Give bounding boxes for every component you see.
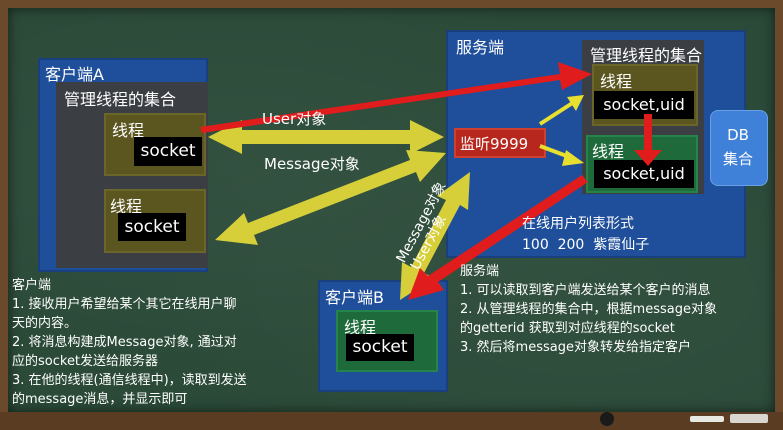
- client-b-thread-label: 线程: [344, 318, 377, 337]
- listen-to-thread2-head: [562, 150, 584, 166]
- server-notes-line: 3. 然后将message对象转发给指定客户: [460, 340, 691, 355]
- server-notes-line: 服务端: [460, 264, 500, 279]
- client-notes: 客户端 1. 接收用户希望给某个其它在线用户聊 天的内容。 2. 将消息构建成M…: [12, 276, 247, 409]
- client-b-socket: socket: [346, 334, 414, 361]
- cursor-icon: [600, 412, 614, 426]
- db-collection-label: 集合: [722, 150, 753, 168]
- server-thread-1-label: 线程: [600, 72, 633, 91]
- listen-to-thread1-head: [567, 95, 584, 111]
- message-object-label: Message对象: [264, 155, 360, 173]
- chalk-eraser: [730, 414, 768, 423]
- listen-to-thread1-arrow: [538, 100, 576, 126]
- chalk-tray: [0, 412, 783, 430]
- client-notes-line: 3. 在他的线程(通信线程中)，读取到发送: [12, 373, 247, 388]
- client-notes-line: 客户端: [12, 278, 52, 293]
- server-notes: 服务端 1. 可以读取到客户端发送给某个客户的消息 2. 从管理线程的集合中，根…: [460, 262, 717, 357]
- client-a-socket-1: socket: [134, 137, 202, 166]
- user-object-arrow: [208, 120, 444, 154]
- online-list-example: 100 200 紫霞仙子: [522, 237, 650, 253]
- server-notes-line: 的getterid 获取到对应线程的socket: [460, 321, 675, 336]
- client-a-collection-title: 管理线程的集合: [64, 90, 177, 109]
- server-thread-2-label: 线程: [592, 142, 625, 161]
- client-b-yellow-arrow: [400, 172, 470, 300]
- client-notes-line: 天的内容。: [12, 316, 78, 331]
- server-socket-uid-2: socket,uid: [594, 160, 694, 188]
- client-notes-line: 的message消息，并显示即可: [12, 392, 188, 407]
- red-arrow-a-to-server: [200, 62, 592, 133]
- message-object-arrow: [215, 150, 446, 245]
- server-notes-line: 2. 从管理线程的集合中，根据message对象: [460, 302, 717, 317]
- server-title: 服务端: [456, 38, 505, 57]
- client-notes-line: 应的socket发送给服务器: [12, 354, 159, 369]
- server-notes-line: 1. 可以读取到客户端发送给某个客户的消息: [460, 283, 711, 298]
- client-a-thread-1-label: 线程: [112, 121, 145, 140]
- listen-label: 监听9999: [460, 135, 529, 153]
- client-notes-line: 1. 接收用户希望给某个其它在线用户聊: [12, 297, 237, 312]
- client-a-thread-2-label: 线程: [110, 197, 143, 216]
- chalk-piece: [690, 416, 724, 422]
- client-b-title: 客户端B: [325, 288, 384, 307]
- server-collection-title: 管理线程的集合: [590, 46, 703, 65]
- red-arrow-thread1-to-thread2: [634, 114, 662, 166]
- db-collection-box: [710, 110, 768, 186]
- online-list-title: 在线用户列表形式: [522, 216, 634, 232]
- client-a-title: 客户端A: [45, 65, 104, 84]
- listen-box: [454, 128, 546, 158]
- client-a-socket-2: socket: [118, 213, 186, 241]
- red-arrow-server-to-b: [408, 175, 588, 300]
- client-notes-line: 2. 将消息构建成Message对象, 通过对: [12, 335, 237, 350]
- db-label: DB: [727, 126, 749, 144]
- user-object-label: User对象: [262, 110, 327, 128]
